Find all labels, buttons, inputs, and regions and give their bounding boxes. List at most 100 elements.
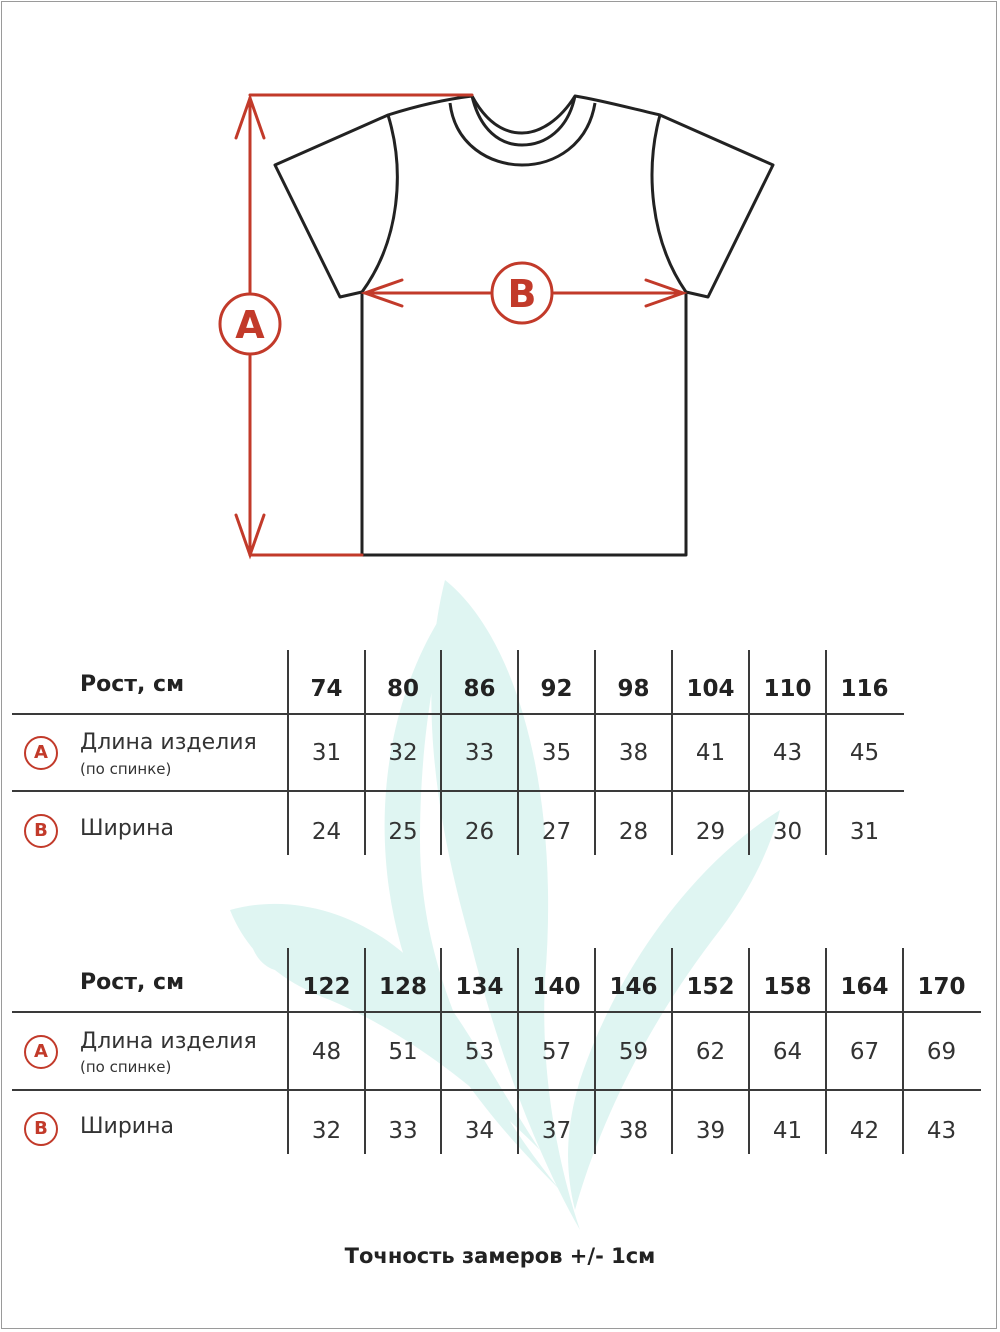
table2-cell: 43	[926, 1118, 957, 1144]
table1-row-a-sublabel: (по спинке)	[80, 760, 172, 778]
table2-cell: 39	[695, 1118, 726, 1144]
table2-size: 134	[455, 974, 504, 1000]
table2-row-a-sublabel: (по спинке)	[80, 1058, 172, 1076]
table1-size: 110	[763, 676, 812, 702]
table2-cell: 38	[618, 1118, 649, 1144]
table1-cell: 25	[388, 819, 418, 845]
badge-b-circle	[490, 261, 554, 325]
tshirt-diagram: A B	[218, 93, 775, 560]
table2-size: 164	[840, 974, 889, 1000]
table1-vline	[440, 650, 442, 855]
table1-size: 80	[386, 676, 419, 702]
table2-cell: 64	[772, 1039, 803, 1065]
table1-size: 86	[463, 676, 496, 702]
table1-size: 116	[840, 676, 889, 702]
table2-vline	[517, 948, 519, 1154]
table2-cell: 48	[311, 1039, 342, 1065]
right-sleeve-seam	[650, 114, 688, 293]
table1-cell: 26	[464, 819, 495, 845]
table2-row-b-label: Ширина	[80, 1114, 174, 1139]
table1-row-a-label: Длина изделия	[80, 730, 257, 755]
diagram-label-a: A	[235, 303, 265, 347]
table2-vline	[364, 948, 366, 1154]
collar-rim	[470, 95, 577, 147]
table2-header-label: Рост, см	[80, 970, 185, 995]
table1-vline	[748, 650, 750, 855]
table2-cell: 34	[464, 1118, 495, 1144]
table2-badge-b: B	[24, 1112, 58, 1146]
table2-cell: 42	[849, 1118, 880, 1144]
collar-inner	[448, 102, 597, 167]
left-sleeve-seam	[360, 114, 399, 293]
table1-cell: 45	[849, 740, 880, 766]
measurement-accuracy-note: Точность замеров +/- 1см	[344, 1244, 656, 1268]
table2-hline-1	[12, 1011, 981, 1013]
arrow-a-down	[234, 513, 266, 560]
table1-header-label: Рост, см	[80, 672, 185, 697]
table1-cell: 33	[464, 740, 495, 766]
arrow-b-left	[360, 278, 404, 308]
tshirt-outline	[273, 94, 775, 557]
diagram-label-b: B	[508, 272, 537, 316]
table2-cell: 32	[311, 1118, 342, 1144]
table2-size: 152	[686, 974, 735, 1000]
table2-vline	[440, 948, 442, 1154]
table2-size: 170	[917, 974, 966, 1000]
table1-cell: 43	[772, 740, 803, 766]
table2-cell: 41	[772, 1118, 803, 1144]
table2-cell: 59	[618, 1039, 649, 1065]
table2-vline	[671, 948, 673, 1154]
table2-cell: 37	[541, 1118, 572, 1144]
table2-size: 140	[532, 974, 581, 1000]
table2-cell: 33	[388, 1118, 418, 1144]
table2-row-a-label: Длина изделия	[80, 1029, 257, 1054]
table1-hline-2	[12, 790, 904, 792]
table1-badge-a: A	[24, 736, 58, 770]
table1-vline	[364, 650, 366, 855]
table2-vline	[748, 948, 750, 1154]
table1-cell: 30	[772, 819, 803, 845]
table2-cell: 67	[849, 1039, 880, 1065]
table2-size: 122	[302, 974, 351, 1000]
table2-size: 158	[763, 974, 812, 1000]
badge-a-circle	[218, 292, 282, 356]
table1-row-b-label: Ширина	[80, 816, 174, 841]
table2-vline	[594, 948, 596, 1154]
table1-cell: 29	[695, 819, 726, 845]
table2-badge-a: A	[24, 1035, 58, 1069]
table1-cell: 38	[618, 740, 649, 766]
table1-cell: 32	[388, 740, 418, 766]
table1-vline	[517, 650, 519, 855]
table1-size: 92	[540, 676, 573, 702]
table2-size: 146	[609, 974, 658, 1000]
table2-cell: 69	[926, 1039, 957, 1065]
table1-size: 104	[686, 676, 735, 702]
table2-cell: 62	[695, 1039, 726, 1065]
table1-cell: 24	[311, 819, 342, 845]
table2-cell: 53	[464, 1039, 495, 1065]
table1-size: 98	[617, 676, 650, 702]
table1-vline	[287, 650, 289, 855]
table1-cell: 31	[311, 740, 342, 766]
table1-badge-b: B	[24, 814, 58, 848]
table1-vline	[671, 650, 673, 855]
table2-cell: 51	[388, 1039, 418, 1065]
table1-vline	[825, 650, 827, 855]
table2-vline	[825, 948, 827, 1154]
table1-vline	[594, 650, 596, 855]
table2-vline	[902, 948, 904, 1154]
table2-size: 128	[378, 974, 427, 1000]
table2-vline	[287, 948, 289, 1154]
table1-cell: 28	[618, 819, 649, 845]
table1-size: 74	[310, 676, 343, 702]
table1-cell: 41	[695, 740, 726, 766]
table1-cell: 31	[849, 819, 880, 845]
table1-cell: 35	[541, 740, 572, 766]
arrow-a-up	[234, 93, 266, 140]
table1-cell: 27	[541, 819, 572, 845]
table2-cell: 57	[541, 1039, 572, 1065]
